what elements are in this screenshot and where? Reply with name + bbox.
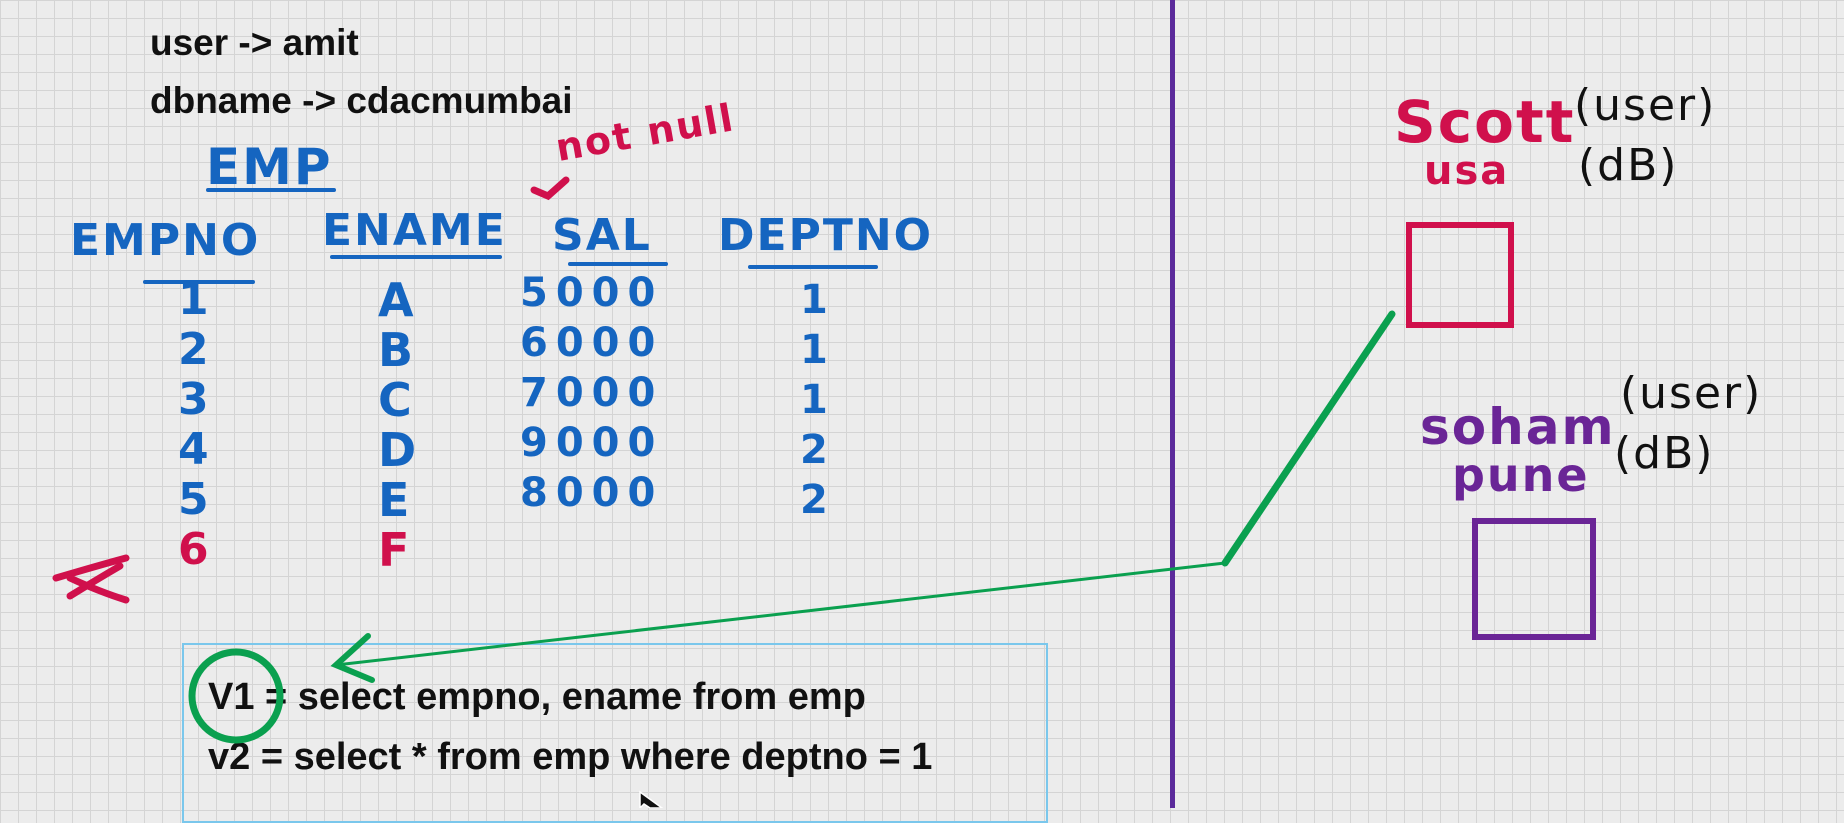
ename-cell: E: [378, 473, 410, 527]
soham-db-box: [1472, 518, 1596, 640]
table-title-emp: EMP: [206, 138, 333, 196]
ename-cell: B: [378, 323, 414, 377]
user-line: user -> amit: [150, 22, 359, 63]
link-line-scott: [1221, 310, 1396, 567]
sal-cell: 5000: [520, 270, 664, 316]
deptno-underline: [748, 265, 878, 269]
arrow-head: [330, 633, 375, 683]
soham-user-tag: (user): [1620, 368, 1763, 419]
check-mark-icon: [530, 176, 570, 201]
ename-cell: D: [378, 423, 417, 477]
empno-column: 1 2 3 4 5 6: [178, 275, 209, 575]
deptno-cell: 1: [800, 277, 828, 323]
column-header-empno: EMPNO: [70, 215, 261, 266]
empno-cell: 1: [178, 274, 209, 325]
pune-db-label: pune: [1452, 448, 1590, 502]
sal-cell: 7000: [520, 370, 664, 416]
deptno-cell: 2: [800, 427, 828, 473]
ename-cell-new: F: [378, 523, 410, 577]
mouse-cursor-icon: [639, 790, 664, 808]
column-header-ename: ENAME: [322, 205, 507, 256]
ename-cell: A: [378, 273, 414, 327]
v1-circle: [188, 648, 284, 744]
sal-underline: [568, 262, 668, 266]
pune-db-tag: (dB): [1614, 428, 1715, 479]
empno-cell: 5: [178, 474, 209, 525]
sal-cell: 9000: [520, 420, 664, 466]
cross-mark-icon: [52, 554, 130, 604]
scott-db-box: [1406, 222, 1514, 328]
query-v2: v2 = select * from emp where deptno = 1: [208, 736, 933, 778]
ename-underline: [330, 255, 502, 259]
usa-db-label: usa: [1424, 148, 1510, 194]
empno-cell: 4: [178, 424, 209, 475]
query-v1: V1 = select empno, ename from emp: [208, 676, 866, 718]
ename-cell: C: [378, 373, 412, 427]
empno-cell: 3: [178, 374, 209, 425]
deptno-cell: 1: [800, 327, 828, 373]
sal-cell: 6000: [520, 320, 664, 366]
arrow-line: [335, 561, 1226, 667]
table-title-underline: [206, 188, 336, 192]
deptno-cell: 2: [800, 477, 828, 523]
empno-cell-new: 6: [178, 524, 209, 575]
dbname-line: dbname -> cdacmumbai: [150, 80, 573, 121]
scott-user-tag: (user): [1574, 80, 1717, 131]
column-header-deptno: DEPTNO: [718, 210, 934, 261]
empno-underline: [143, 280, 255, 284]
deptno-cell: 1: [800, 377, 828, 423]
empno-cell: 2: [178, 324, 209, 375]
soham-user-label: soham: [1420, 398, 1616, 456]
deptno-column: 1 1 1 2 2: [800, 275, 828, 525]
column-header-sal: SAL: [552, 210, 652, 261]
usa-db-tag: (dB): [1578, 140, 1679, 191]
scott-user-label: Scott: [1394, 88, 1576, 156]
sal-column: 5000 6000 7000 9000 8000: [520, 268, 663, 518]
sal-cell: 8000: [520, 470, 664, 516]
ename-column: A B C D E F: [378, 275, 416, 575]
vertical-divider: [1170, 0, 1175, 808]
